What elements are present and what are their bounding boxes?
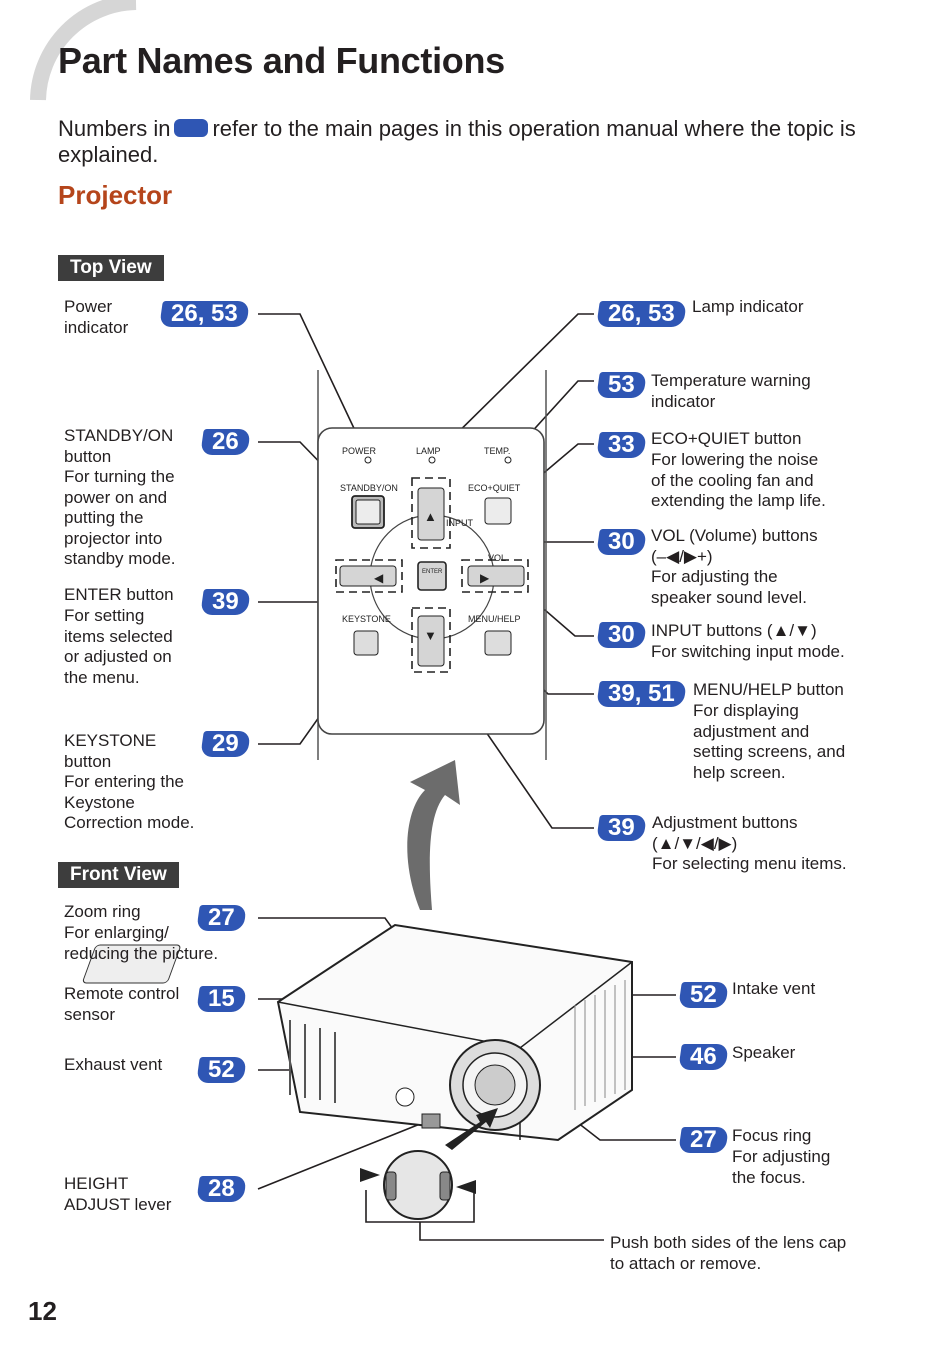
vol-buttons-name: VOL (Volume) buttons (–◀/▶+)	[651, 526, 818, 566]
power-indicator-name: Power indicator	[64, 297, 129, 337]
top-view-label: Top View	[58, 255, 164, 281]
zoom-ring-desc: For enlarging/ reducing the picture.	[64, 923, 219, 963]
panel-power-label: POWER	[342, 446, 377, 456]
page-ref-badge: 52	[196, 1056, 247, 1083]
page-ref-badge: 30	[596, 621, 647, 648]
panel-input-label: INPUT	[446, 518, 474, 528]
right-arrow-icon: ▶	[480, 571, 490, 585]
zoom-ring-name: Zoom ring	[64, 902, 141, 921]
page-ref-badge: 28	[196, 1175, 247, 1202]
panel-vol-label: VOL	[488, 553, 506, 563]
panel-enter-label: ENTER	[422, 569, 443, 575]
page-ref-badge: 27	[678, 1126, 729, 1153]
height-adjust-name: HEIGHT ADJUST lever	[64, 1174, 172, 1214]
standby-button-name: STANDBY/ON button	[64, 426, 174, 466]
panel-keystone-label: KEYSTONE	[342, 614, 391, 624]
projector-illustration	[82, 923, 633, 1220]
focus-ring-name: Focus ring	[732, 1126, 812, 1145]
adjustment-buttons-desc: For selecting menu items.	[652, 854, 847, 873]
page-ref-badge: 26	[200, 428, 251, 455]
top-panel-illustration: POWER LAMP TEMP. STANDBY/ON ECO+QUIET IN…	[317, 370, 547, 760]
panel-standby-label: STANDBY/ON	[340, 483, 398, 493]
panel-lamp-label: LAMP	[416, 446, 441, 456]
intake-vent-name: Intake vent	[732, 979, 816, 998]
section-heading: Projector	[58, 180, 173, 210]
remote-sensor-name: Remote control sensor	[64, 984, 180, 1024]
panel-eco-label: ECO+QUIET	[468, 483, 521, 493]
eco-quiet-button-desc: For lowering the noise of the cooling fa…	[651, 450, 826, 510]
page-ref-badge: 46	[678, 1043, 729, 1070]
page-number: 12	[28, 1296, 57, 1326]
page-ref-badge: 53	[596, 371, 647, 398]
panel-menu-label: MENU/HELP	[468, 614, 521, 624]
page-ref-badge: 26, 53	[596, 300, 687, 327]
input-buttons-name: INPUT buttons (▲/▼)	[651, 621, 817, 640]
page-ref-badge: 27	[196, 904, 247, 931]
page-ref-badge: 52	[678, 981, 729, 1008]
curved-arrow-icon	[407, 760, 460, 910]
page-ref-badge: 30	[596, 528, 647, 555]
page-ref-badge: 39, 51	[596, 680, 687, 707]
eco-quiet-button-name: ECO+QUIET button	[651, 429, 802, 448]
page-ref-badge: 39	[200, 588, 251, 615]
menu-help-button-desc: For displaying adjustment and setting sc…	[693, 701, 846, 782]
menu-help-button-name: MENU/HELP button	[693, 680, 844, 699]
keystone-button-desc: For entering the Keystone Correction mod…	[64, 772, 195, 832]
exhaust-vent-name: Exhaust vent	[64, 1055, 163, 1074]
input-buttons-desc: For switching input mode.	[651, 642, 845, 661]
page-ref-badge: 29	[200, 730, 251, 757]
keystone-button-name: KEYSTONE button	[64, 731, 157, 771]
up-arrow-icon: ▲	[424, 509, 437, 524]
speaker-name: Speaker	[732, 1043, 796, 1062]
page-ref-badge: 33	[596, 431, 647, 458]
temp-indicator-name: Temperature warning indicator	[651, 371, 811, 411]
left-arrow-icon: ◀	[374, 571, 384, 585]
page-ref-badge: 39	[596, 814, 647, 841]
focus-ring-desc: For adjusting the focus.	[732, 1147, 831, 1187]
page-ref-pill-icon	[174, 119, 209, 138]
page-title: Part Names and Functions	[58, 40, 505, 81]
lens-cap-note: Push both sides of the lens cap to attac…	[610, 1233, 847, 1273]
enter-button-name: ENTER button	[64, 585, 174, 604]
panel-temp-label: TEMP.	[484, 446, 510, 456]
front-view-label: Front View	[58, 862, 179, 888]
corner-decoration	[30, 0, 137, 101]
lamp-indicator-name: Lamp indicator	[692, 297, 804, 316]
page-ref-badge: 15	[196, 985, 247, 1012]
vol-buttons-desc: For adjusting the speaker sound level.	[651, 567, 807, 607]
adjustment-buttons-name: Adjustment buttons (▲/▼/◀/▶)	[652, 813, 798, 853]
enter-button-desc: For setting items selected or adjusted o…	[64, 606, 173, 687]
standby-button-desc: For turning the power on and putting the…	[64, 467, 176, 568]
down-arrow-icon: ▼	[424, 628, 437, 643]
page-ref-badge: 26, 53	[159, 300, 250, 327]
